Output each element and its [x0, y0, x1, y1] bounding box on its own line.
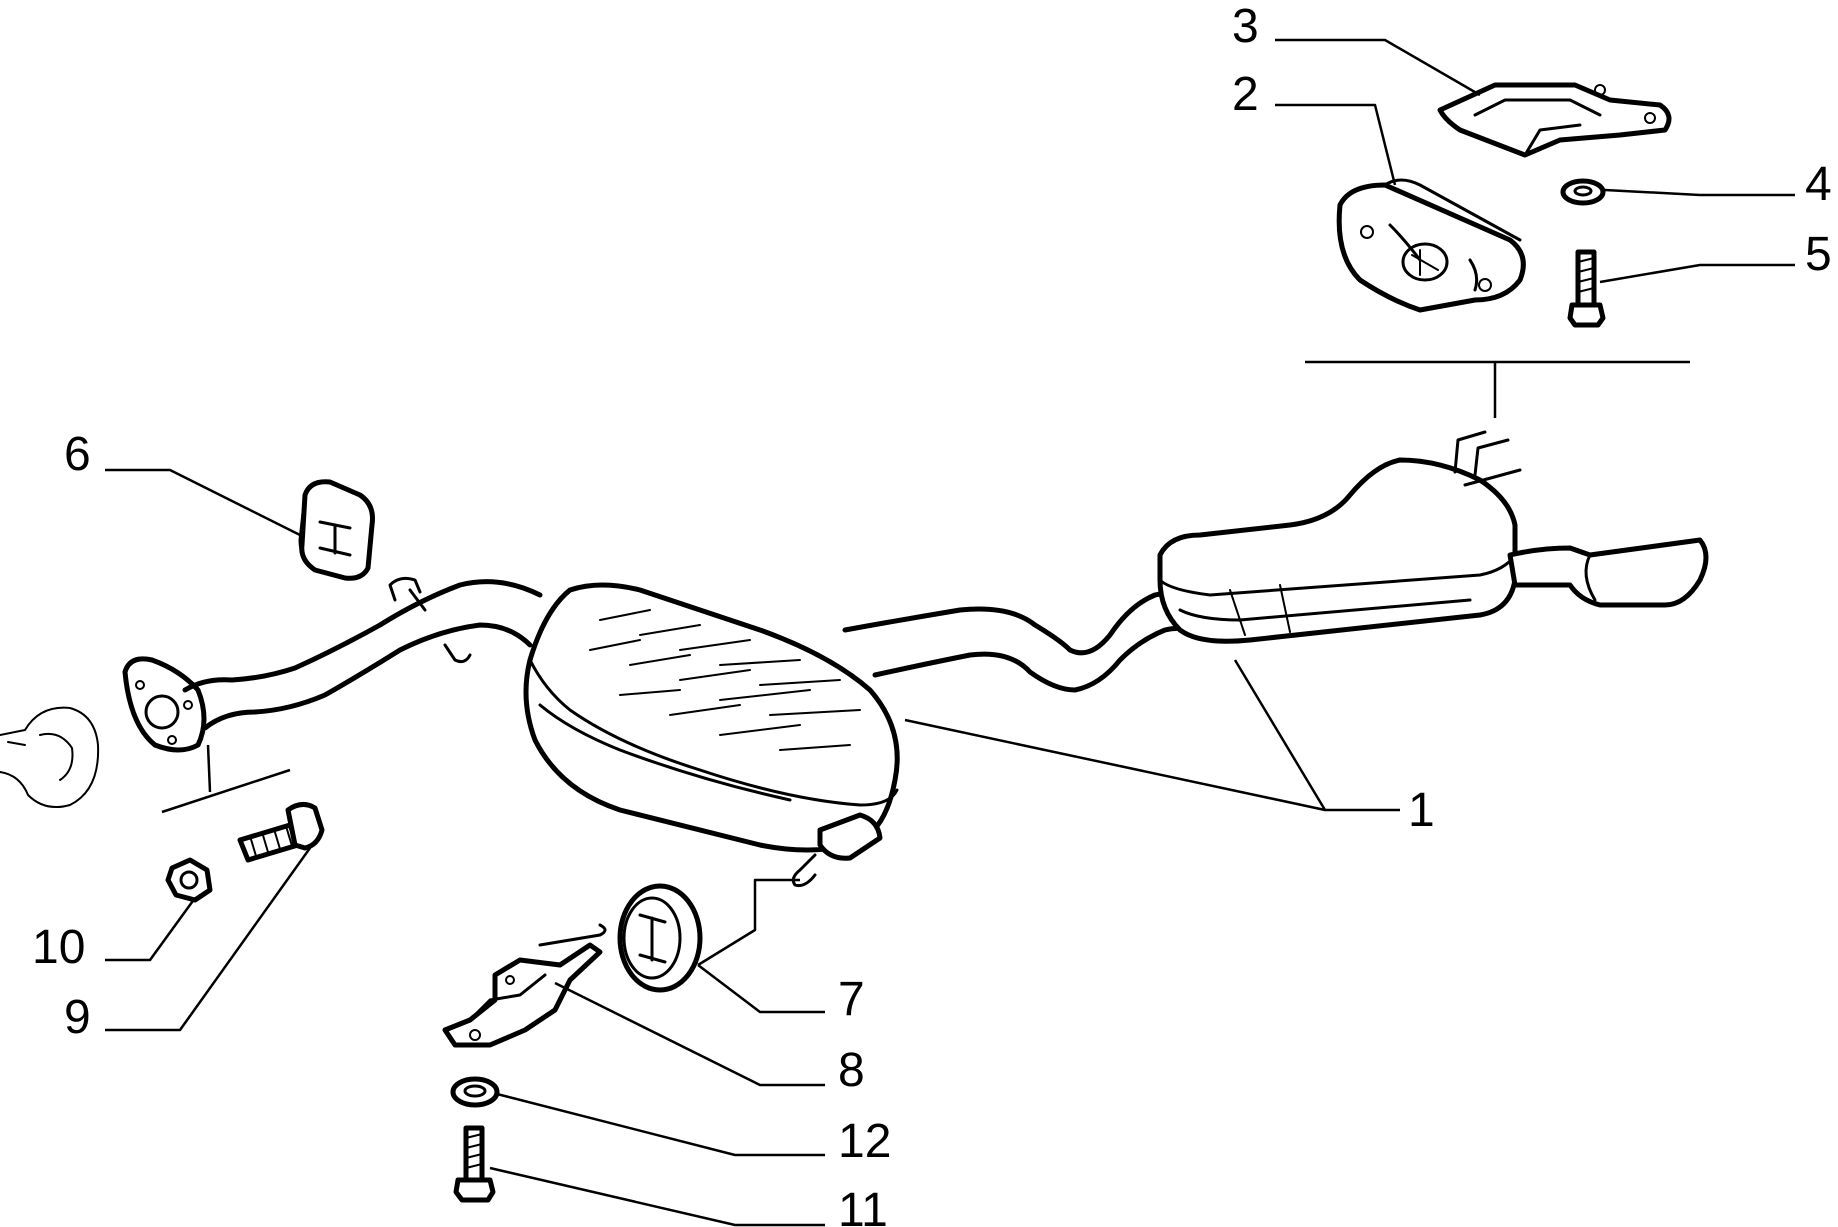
callout-8: 8 [838, 1044, 865, 1097]
intermediate-pipe [842, 590, 1203, 693]
lower-assembly-bracket [161, 744, 291, 814]
rear-silencer [1157, 457, 1518, 644]
manifold-stub [0, 706, 100, 808]
callout-2: 2 [1232, 68, 1259, 121]
callout-11: 11 [838, 1184, 888, 1227]
callout-10: 10 [32, 921, 85, 974]
rubber-ring-7 [617, 883, 703, 993]
callout-6: 6 [64, 428, 91, 481]
callout-3: 3 [1232, 0, 1259, 53]
silencer-hanger-rods [1453, 430, 1522, 487]
bolt-9 [237, 802, 325, 863]
rubber-mounting-block [1336, 178, 1526, 313]
pipe-hanger-tab [388, 576, 427, 612]
upper-assembly-bracket [1305, 360, 1690, 418]
washer-12 [450, 1076, 500, 1108]
lower-bracket [442, 923, 607, 1048]
muffler-hanger-stub [817, 812, 883, 861]
callout-labels: 1 2 3 4 5 6 7 8 9 10 11 12 [32, 0, 1832, 1227]
rubber-hanger-6 [298, 479, 375, 581]
callout-7: 7 [838, 973, 865, 1026]
bolt-5 [1567, 249, 1606, 328]
callout-4: 4 [1805, 158, 1832, 211]
leader-lines [105, 38, 1795, 1227]
tailpipe [1507, 537, 1709, 608]
exhaust-assembly [0, 430, 1709, 887]
front-pipe [182, 579, 543, 731]
callout-1: 1 [1408, 784, 1435, 837]
bolt-11 [453, 1125, 496, 1203]
callout-5: 5 [1805, 228, 1832, 281]
upper-bracket [1437, 82, 1672, 158]
callout-12: 12 [838, 1115, 891, 1168]
washer-4 [1560, 178, 1606, 206]
callout-9: 9 [64, 991, 91, 1044]
front-flange [122, 656, 207, 753]
nut-10 [165, 857, 213, 903]
